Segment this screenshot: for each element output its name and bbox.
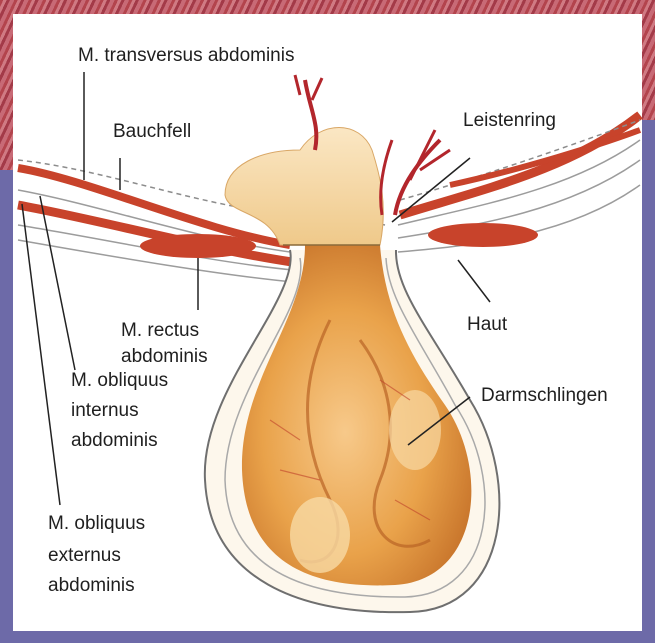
label-haut: Haut bbox=[467, 312, 507, 337]
label-rectus-line2: abdominis bbox=[121, 344, 208, 369]
label-externus-line1: M. obliquus bbox=[48, 511, 145, 536]
rectus-muscle-left bbox=[140, 234, 256, 258]
rectus-muscle-right bbox=[428, 223, 538, 247]
label-externus-line2: externus bbox=[48, 543, 121, 568]
label-internus-line2: internus bbox=[71, 398, 139, 423]
label-leistenring: Leistenring bbox=[463, 108, 556, 133]
label-darmschlingen: Darmschlingen bbox=[481, 383, 608, 408]
label-transversus: M. transversus abdominis bbox=[78, 43, 294, 68]
label-internus-line3: abdominis bbox=[71, 428, 158, 453]
bowel-neck bbox=[225, 128, 383, 246]
label-externus-line3: abdominis bbox=[48, 573, 135, 598]
label-bauchfell: Bauchfell bbox=[113, 119, 191, 144]
label-internus-line1: M. obliquus bbox=[71, 368, 168, 393]
label-rectus-line1: M. rectus bbox=[121, 318, 199, 343]
